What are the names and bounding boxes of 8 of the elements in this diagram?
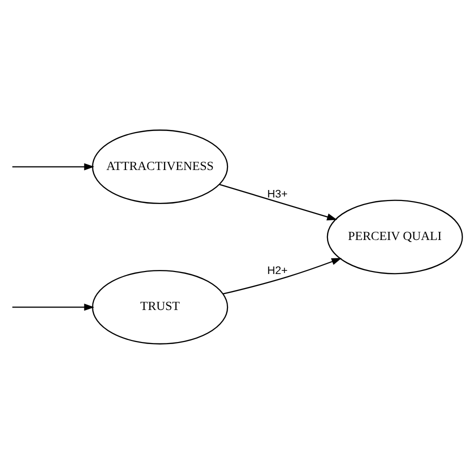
arrow xyxy=(12,163,94,170)
edge-label: H2+ xyxy=(267,264,288,277)
arrow xyxy=(219,184,338,220)
node-ellipse: ATTRACTIVENESS xyxy=(92,130,228,204)
arrow xyxy=(223,258,342,294)
edge-label: H3+ xyxy=(267,188,288,200)
node-ellipse: TRUST xyxy=(92,270,228,344)
arrow xyxy=(12,304,94,311)
